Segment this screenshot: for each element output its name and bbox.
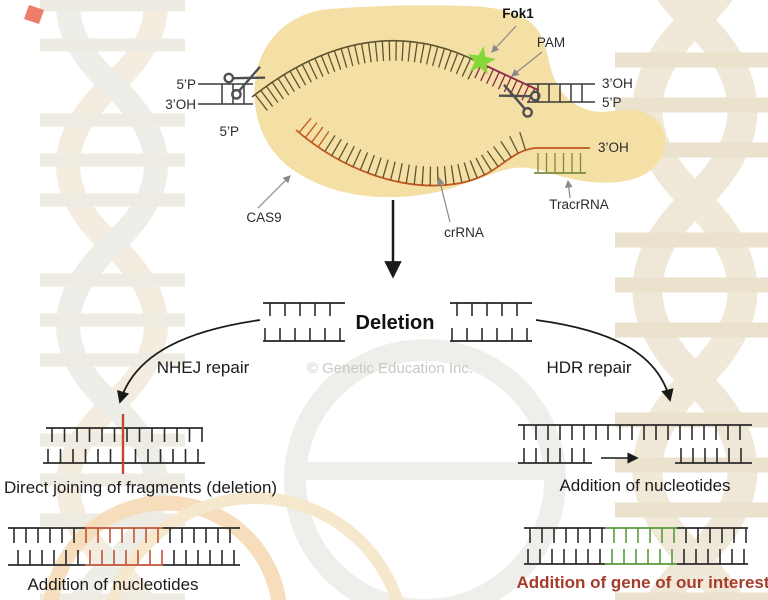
- crrna-leader-arrow: [436, 176, 451, 223]
- five-prime-p-label: 5’P: [176, 77, 196, 92]
- nhej-curved-arrow: [117, 319, 261, 404]
- cas9-label: CAS9: [246, 210, 281, 225]
- pam-label: PAM: [537, 35, 565, 50]
- background-artwork: [24, 0, 768, 600]
- three-prime-oh-tracr-label: 3’OH: [598, 140, 629, 155]
- scissors-icon: [223, 66, 266, 100]
- hdr-curved-arrow: [535, 319, 674, 402]
- pam-strand-segment: [477, 61, 539, 91]
- cas9-leader-arrow: [257, 175, 291, 209]
- tracrrna-label: TracrRNA: [549, 197, 609, 212]
- scissors-icon: [498, 84, 541, 118]
- nhej-caption-2: Addition of nucleotides: [27, 575, 198, 594]
- target-dna-upper-strand: [251, 39, 479, 98]
- label-leader-arrows: [257, 25, 573, 223]
- strand-basepair-ticks: [13, 40, 747, 565]
- five-prime-p-crrna-label: 5’P: [219, 124, 239, 139]
- nhej-repair-label: NHEJ repair: [157, 358, 250, 377]
- background-helix-right: [615, 0, 768, 600]
- deleted-fragment-right: [450, 302, 532, 342]
- hdr-caption-2: Addition of gene of our interest: [516, 573, 768, 592]
- cas9-protein-blob: [254, 5, 666, 198]
- hdr-gene-dna: [524, 527, 748, 565]
- deletion-step: Deletion © Genetic Education Inc.: [263, 200, 532, 377]
- five-prime-p-right-label: 5’P: [602, 95, 622, 110]
- crrna-label: crRNA: [444, 225, 484, 240]
- nhej-addition-dna: [8, 527, 240, 566]
- fok1-label: Fok1: [502, 6, 534, 21]
- hdr-gap-dna: [518, 424, 752, 464]
- nhej-caption-1: Direct joining of fragments (deletion): [4, 478, 277, 497]
- fok1-leader-arrow: [491, 25, 517, 53]
- three-prime-oh-right-label: 3’OH: [602, 76, 633, 91]
- hdr-branch: HDR repair Addition of nucleotides Addit…: [516, 319, 768, 592]
- pam-leader-arrow: [511, 51, 543, 77]
- cut-end-ladder-right: [527, 83, 595, 103]
- crrna-strand: [295, 129, 590, 187]
- hdr-repair-label: HDR repair: [546, 358, 631, 377]
- cut-end-ladder-left: [198, 83, 253, 105]
- three-prime-oh-label: 3’OH: [165, 97, 196, 112]
- fok1-star-icon: [467, 46, 496, 75]
- background-red-fragment: [24, 5, 44, 24]
- background-logo-rings: [43, 339, 566, 600]
- hdr-caption-1: Addition of nucleotides: [559, 476, 730, 495]
- cas9-complex: Fok1 PAM CAS9 crRNA TracrRNA 5’P 3’OH 5’…: [13, 5, 747, 565]
- nhej-branch: NHEJ repair Direct joining of fragments …: [4, 319, 277, 594]
- deleted-fragment-left: [263, 302, 345, 342]
- tracrrna-leader-arrow: [564, 179, 573, 199]
- watermark: © Genetic Education Inc.: [307, 360, 473, 377]
- deletion-label: Deletion: [356, 312, 435, 334]
